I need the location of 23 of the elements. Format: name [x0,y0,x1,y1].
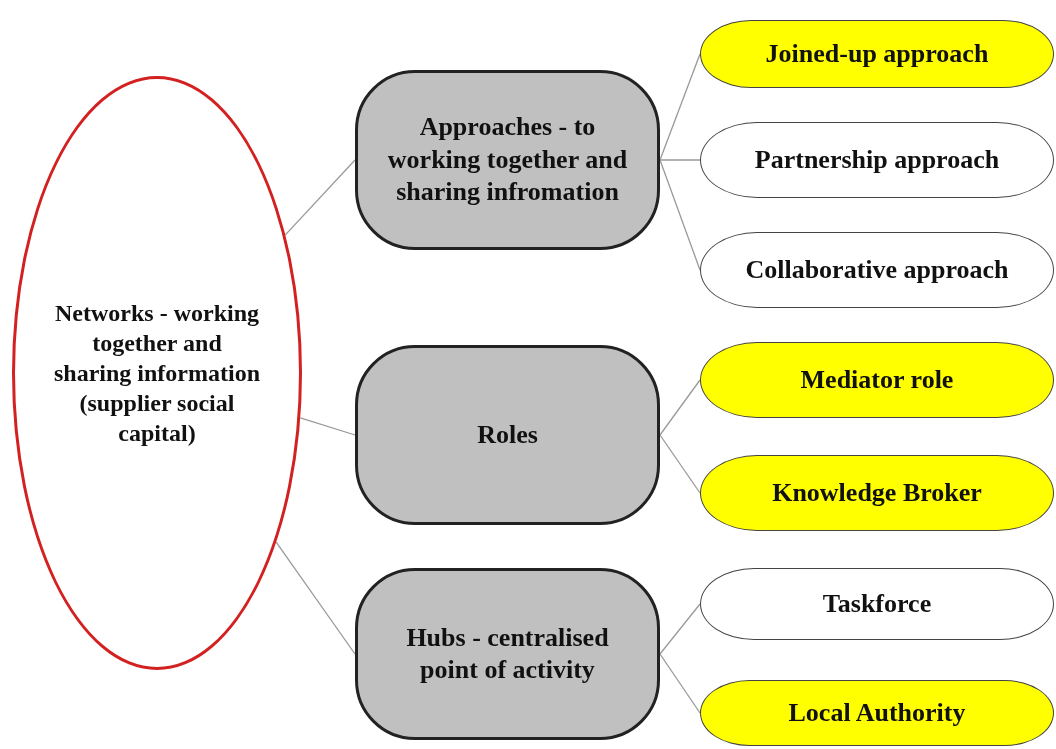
node-label: Networks - working together and sharing information (supplier social capital) [53,299,261,448]
connector-line [284,159,356,236]
node-label: Hubs - centralised point of activity [405,621,610,686]
node-label: Approaches - to working together and sharing infromation [386,111,629,209]
node-label: Mediator role [800,363,954,396]
node-label: Joined-up approach [765,37,989,70]
connector-line [659,434,701,494]
category-box [355,568,660,740]
connector-line [659,653,701,714]
connector-line [659,603,701,655]
node-label: Collaborative approach [745,253,1009,286]
node-label: Taskforce [822,587,932,620]
connector-line [659,159,701,161]
connector-line [659,379,701,436]
category-box [355,70,660,250]
node-label: Knowledge Broker [772,476,982,509]
connector-line [275,541,356,655]
connector-line [659,53,701,161]
node-label: Partnership approach [754,143,1000,176]
node-label: Local Authority [788,696,966,729]
node-label: Roles [477,418,538,451]
connector-line [659,159,701,271]
category-box [355,345,660,525]
